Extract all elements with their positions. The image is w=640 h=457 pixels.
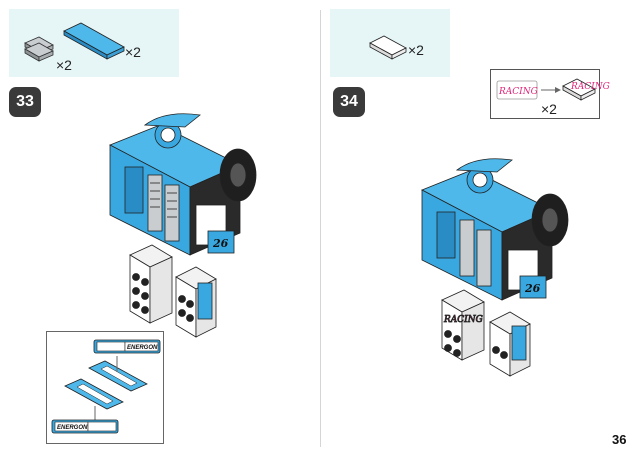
step-number-badge: 33 <box>9 87 41 117</box>
torso-number: 26 <box>524 282 541 295</box>
torso-number: 26 <box>212 237 229 250</box>
leg-racing-sticker: RACING <box>443 315 483 325</box>
energon-sticker-bottom: ENERGON <box>51 419 119 434</box>
racing-sticker-text: RACING <box>498 87 538 97</box>
racing-sticker-icon <box>496 80 538 100</box>
parts-illustration-step-33 <box>24 22 125 62</box>
blue-tile-icon <box>63 22 125 60</box>
racing-tile-text: RACING <box>570 82 610 92</box>
torso <box>109 124 257 256</box>
quantity-label: ×2 <box>56 57 72 73</box>
energon-sticker-top: ENERGON <box>93 339 161 354</box>
robot-head <box>455 158 513 194</box>
left-leg: RACING <box>441 289 485 361</box>
energon-label-bottom: ENERGON <box>57 425 88 431</box>
energon-callout-illustration: ENERGON ENERGON <box>51 339 161 434</box>
energon-label-top: ENERGON <box>127 345 158 351</box>
racing-callout-illustration: RACING RACING <box>496 78 610 101</box>
racing-sticker-callout: RACING RACING ×2 <box>490 69 610 119</box>
parts-box-step-34: ×2 <box>330 9 450 77</box>
white-tile-icon <box>369 35 407 60</box>
energon-sticker-callout: ENERGON ENERGON <box>46 331 164 444</box>
page-number: 36 <box>612 432 627 447</box>
arrow-head-icon <box>555 87 561 93</box>
quantity-label: ×2 <box>125 44 141 60</box>
torso <box>421 169 569 301</box>
quantity-label: ×2 <box>541 101 557 117</box>
parts-illustration-step-34 <box>369 35 407 60</box>
right-leg <box>175 266 217 338</box>
page-divider <box>320 10 321 447</box>
left-leg <box>129 244 173 324</box>
gray-tile-stack-icon <box>24 36 54 62</box>
racing-tile-icon: RACING <box>562 78 610 101</box>
right-leg <box>489 311 531 377</box>
parts-box-step-33: ×2 ×2 <box>9 9 179 77</box>
robot-model-step-34: RACING 26 <box>421 158 569 377</box>
quantity-label: ×2 <box>408 42 424 58</box>
robot-head <box>143 113 201 149</box>
robot-model-step-33: 26 <box>109 113 257 338</box>
energon-tile-upper <box>88 360 148 392</box>
energon-tile-lower <box>64 378 124 410</box>
step-number-badge: 34 <box>333 87 365 117</box>
